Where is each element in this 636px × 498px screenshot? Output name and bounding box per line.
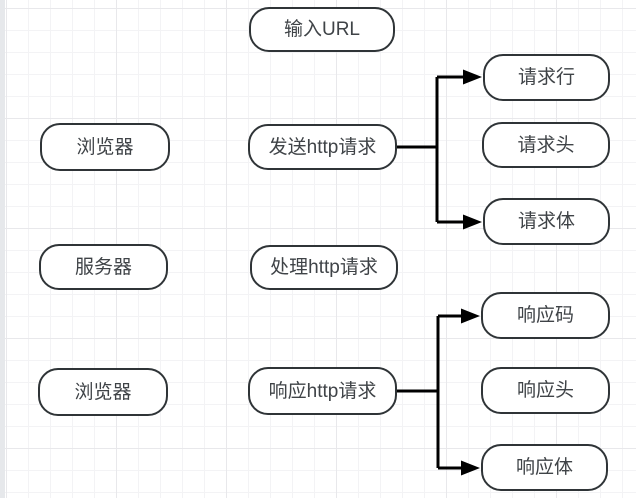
node-input-url[interactable]: 输入URL: [249, 7, 395, 52]
node-response-header[interactable]: 响应头: [481, 367, 610, 414]
node-browser-top-label: 浏览器: [76, 136, 134, 158]
node-response-body[interactable]: 响应体: [481, 444, 608, 491]
node-response-code[interactable]: 响应码: [481, 292, 610, 339]
arrowhead-response-code[interactable]: [461, 308, 480, 324]
node-request-line[interactable]: 请求行: [483, 54, 610, 101]
node-browser-bottom[interactable]: 浏览器: [38, 368, 168, 416]
arrowhead-response-body[interactable]: [461, 460, 480, 476]
node-server[interactable]: 服务器: [39, 244, 168, 290]
node-browser-bottom-label: 浏览器: [74, 381, 132, 403]
edge-send-request-fanout[interactable]: [397, 69, 482, 230]
node-process-http-request-label: 处理http请求: [270, 257, 378, 278]
canvas-left-edge: [0, 0, 5, 498]
node-send-http-request[interactable]: 发送http请求: [248, 124, 397, 170]
node-process-http-request[interactable]: 处理http请求: [250, 245, 398, 290]
node-response-body-label: 响应体: [515, 457, 573, 478]
node-request-header-label: 请求头: [517, 134, 575, 156]
node-response-header-label: 响应头: [516, 380, 574, 401]
node-input-url-label: 输入URL: [283, 19, 360, 40]
node-server-label: 服务器: [74, 256, 132, 278]
node-respond-http-request-label: 响应http请求: [268, 380, 377, 402]
arrowhead-request-line[interactable]: [463, 69, 482, 85]
node-request-body-label: 请求体: [517, 211, 575, 232]
arrowhead-request-body[interactable]: [463, 214, 482, 230]
node-respond-http-request[interactable]: 响应http请求: [248, 367, 397, 415]
node-response-code-label: 响应码: [516, 305, 574, 326]
node-request-line-label: 请求行: [517, 67, 575, 88]
node-request-header[interactable]: 请求头: [482, 122, 610, 168]
node-browser-top[interactable]: 浏览器: [40, 123, 170, 171]
edge-respond-request-fanout[interactable]: [397, 308, 480, 476]
node-request-body[interactable]: 请求体: [483, 198, 610, 245]
node-send-http-request-label: 发送http请求: [268, 136, 377, 158]
